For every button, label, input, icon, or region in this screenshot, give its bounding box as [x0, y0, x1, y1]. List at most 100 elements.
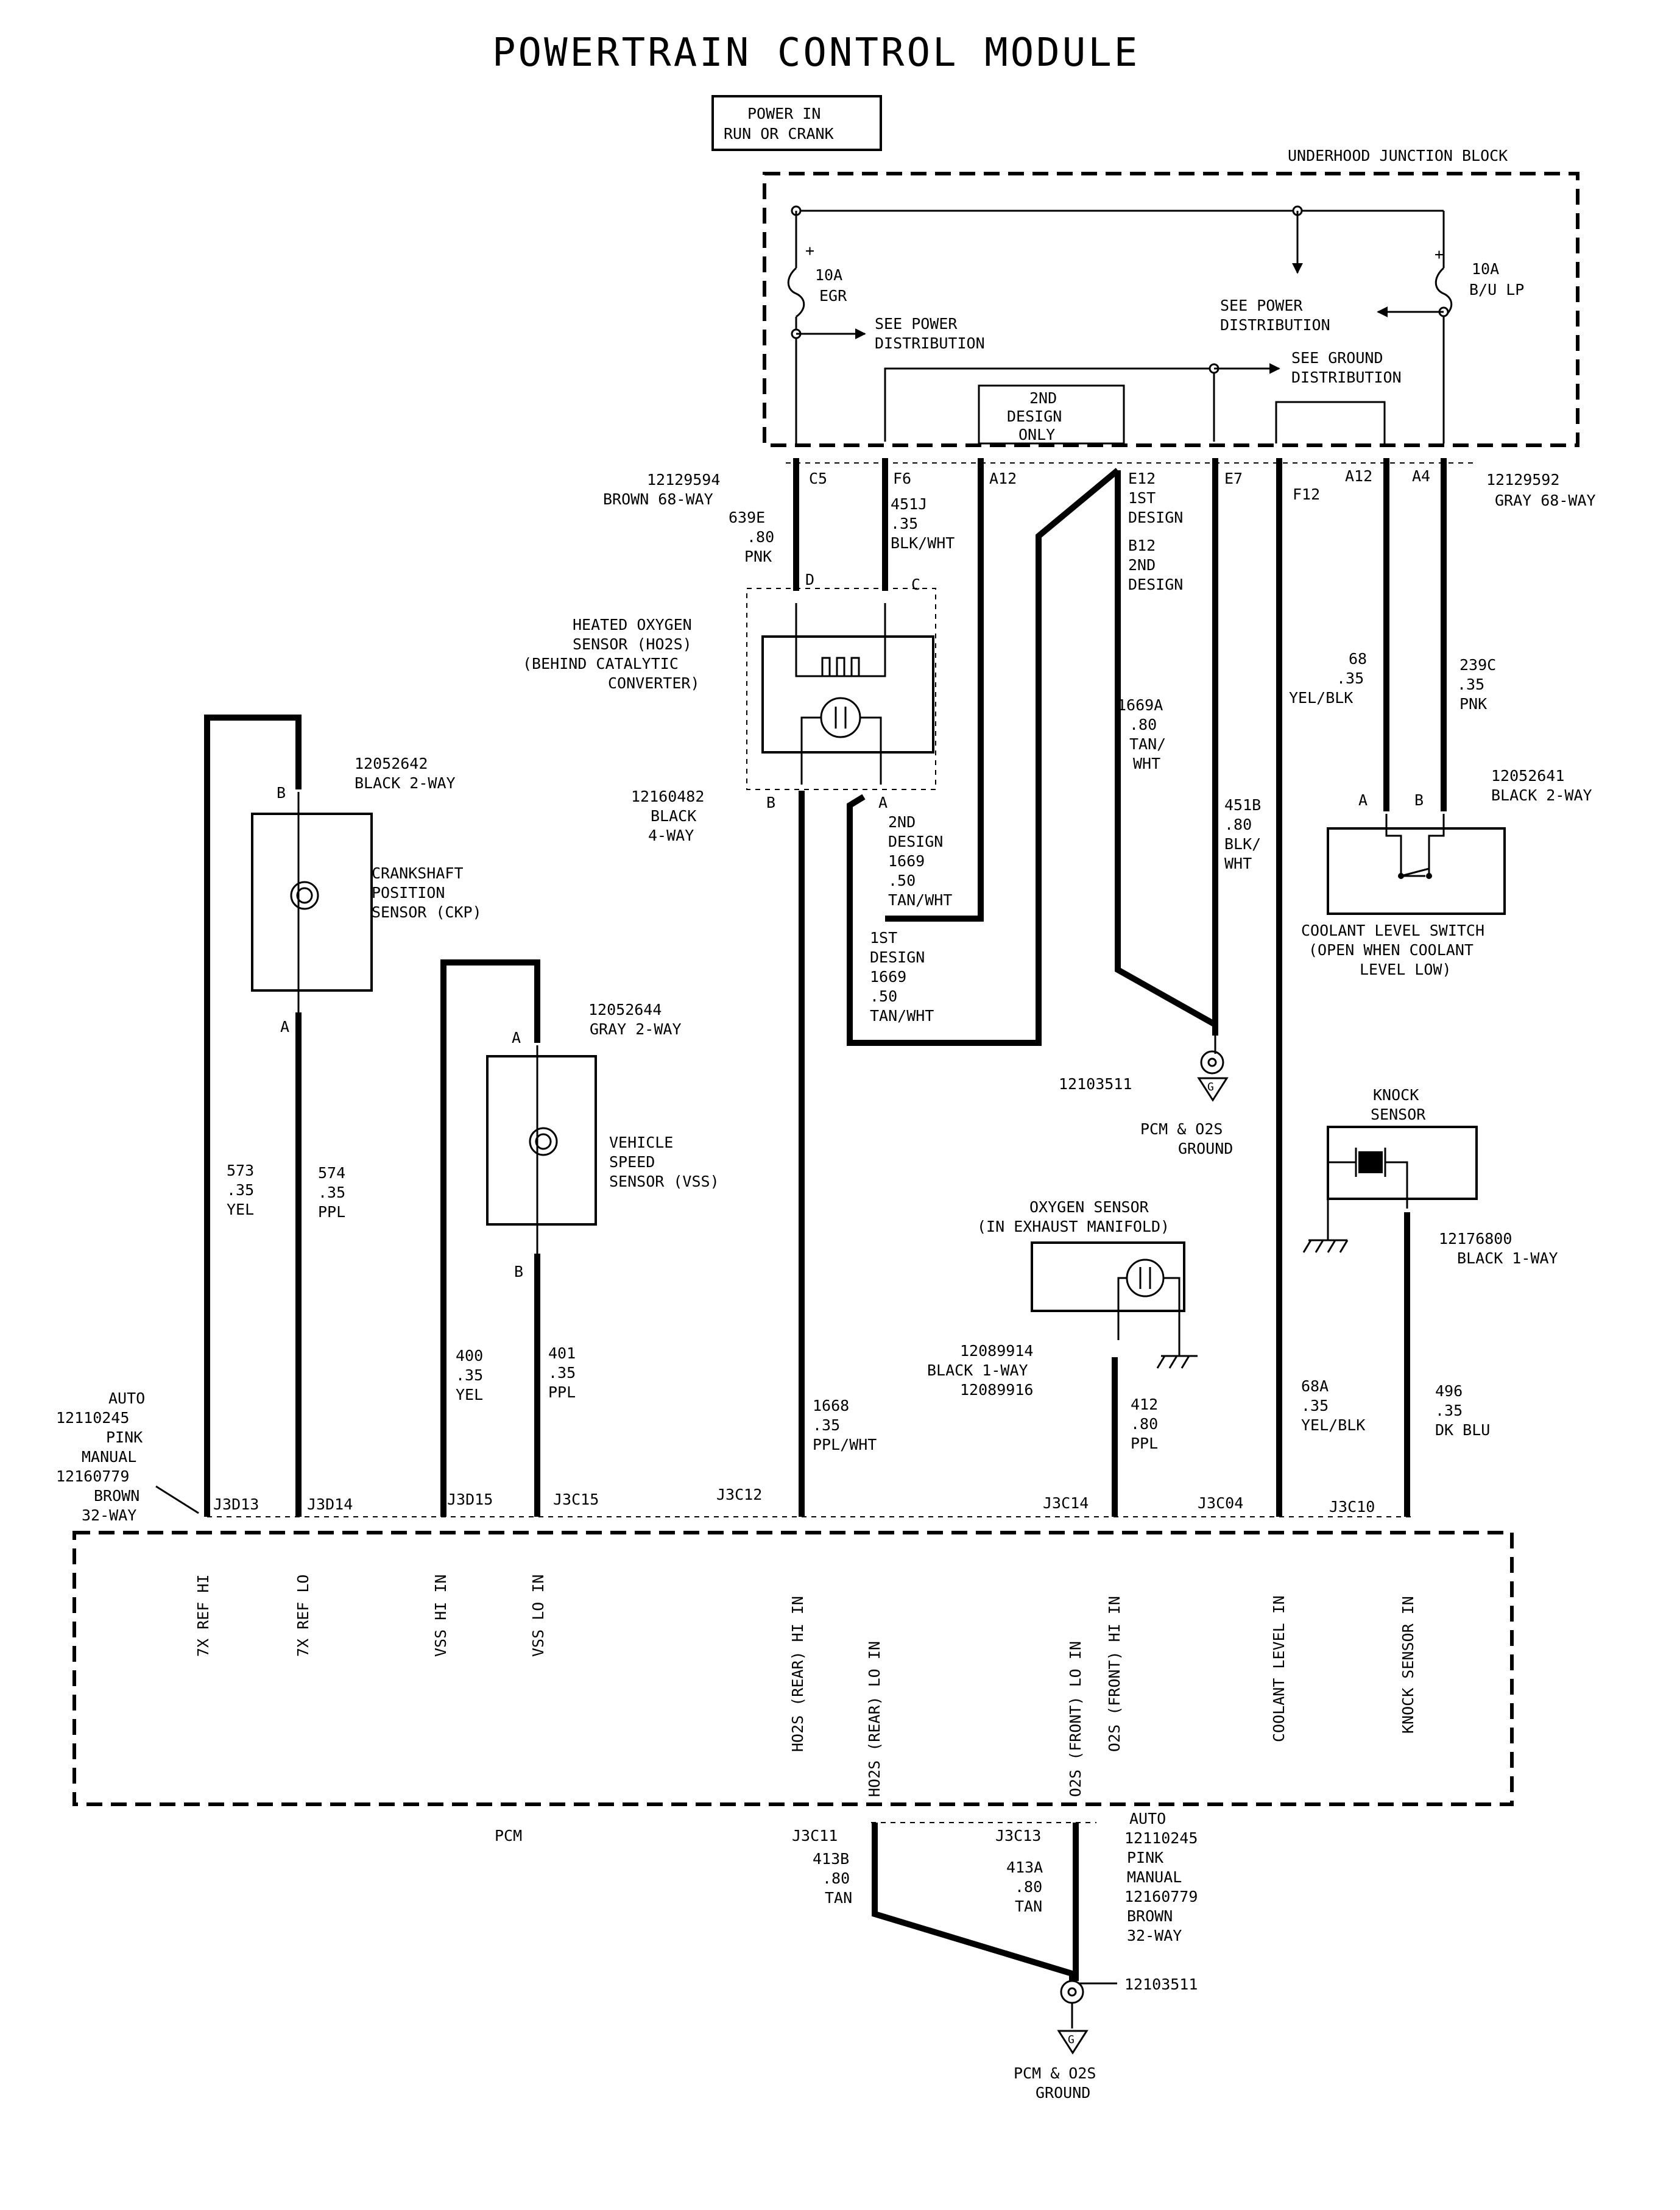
signal-o2s-front-lo: O2S (FRONT) LO IN [1067, 1641, 1084, 1797]
wire-451b-2: .80 [1224, 816, 1252, 833]
see-power-left-2: DISTRIBUTION [875, 334, 985, 352]
o2s-sensor: OXYGEN SENSOR (IN EXHAUST MANIFOLD) 1208… [927, 1198, 1198, 1399]
wire-639e-1: 639E [729, 509, 765, 526]
junction-connector-row: 12129594 BROWN 68-WAY 12129592 GRAY 68-W… [603, 462, 1596, 593]
wire-1669a-4: WHT [1133, 755, 1160, 772]
signal-o2s-front-hi: O2S (FRONT) HI IN [1106, 1596, 1123, 1752]
wire-68a-1: 68A [1301, 1377, 1329, 1395]
pcm-conn-bottom-1: AUTO [1129, 1810, 1166, 1827]
ho2s-label-4: CONVERTER) [608, 674, 700, 692]
wire-1669-1st-4: .50 [870, 987, 897, 1005]
wire-413a-2: .80 [1015, 1878, 1042, 1896]
knock-conn-2: BLACK 1-WAY [1457, 1249, 1558, 1267]
wire-412-3: PPL [1131, 1435, 1158, 1452]
ho2s-label-3: (BEHIND CATALYTIC [523, 655, 679, 673]
pcm-pin-j3d15: J3D15 [447, 1491, 493, 1508]
coolant-pin-b: B [1414, 791, 1424, 809]
o2s-conn-1: 12089914 [960, 1342, 1033, 1360]
vss-pin-a: A [512, 1029, 521, 1047]
knock-label-2: SENSOR [1371, 1106, 1426, 1123]
wire-1668-2: .35 [813, 1416, 840, 1434]
pin-a4: A4 [1412, 467, 1430, 485]
conn-right-type: GRAY 68-WAY [1495, 492, 1596, 509]
ho2s-conn-3: 4-WAY [648, 827, 694, 844]
pcm-pin-j3c10: J3C10 [1329, 1498, 1375, 1516]
wire-1669-1st-5: TAN/WHT [870, 1007, 934, 1025]
conn-left-part: 12129594 [647, 471, 720, 489]
junction-block-outline [763, 172, 1579, 447]
vss-sensor: VEHICLE SPEED SENSOR (VSS) 12052644 GRAY… [486, 1001, 719, 1280]
signal-vss-hi-in: VSS HI IN [432, 1575, 450, 1657]
wire-68a-2: .35 [1301, 1397, 1329, 1414]
see-power-right-1: SEE POWER [1220, 297, 1303, 314]
power-in-box: POWER IN RUN OR CRANK [711, 95, 882, 151]
pin-e7: E7 [1224, 470, 1243, 487]
conn-right-part: 12129592 [1486, 471, 1559, 489]
wire-451b-1: 451B [1224, 796, 1261, 814]
svg-text:G: G [1207, 1081, 1214, 1093]
pcm-conn-top-5: 12160779 [56, 1467, 129, 1485]
wire-451b-4: WHT [1224, 855, 1252, 872]
ground1-label-1: PCM & O2S [1140, 1120, 1223, 1138]
ckp-conn-2: BLACK 2-WAY [355, 774, 456, 792]
wire-639e-3: PNK [744, 548, 772, 565]
ground2-label-2: GROUND [1036, 2084, 1090, 2102]
wire-574-1: 574 [318, 1164, 345, 1182]
pin-a12-right: A12 [1345, 467, 1372, 485]
wire-400-3: YEL [456, 1386, 483, 1403]
wire-68-3: YEL/BLK [1289, 689, 1353, 707]
wire-639e-2: .80 [747, 528, 774, 546]
wire-1669-1st-1: 1ST [870, 929, 897, 947]
wire-1668-3: PPL/WHT [813, 1436, 877, 1453]
wire-413a-1: 413A [1006, 1859, 1043, 1876]
pcm-pin-j3d14: J3D14 [307, 1495, 353, 1513]
wire-574-2: .35 [318, 1184, 345, 1201]
pin-e12: E12 [1128, 470, 1156, 487]
ckp-sensor: CRANKSHAFT POSITION SENSOR (CKP) 1205264… [251, 755, 482, 1036]
pcm-pin-j3c14: J3C14 [1043, 1494, 1089, 1512]
wire-239c-3: PNK [1459, 695, 1487, 713]
wire-451b-3: BLK/ [1224, 835, 1261, 853]
wire-573-1: 573 [227, 1162, 254, 1179]
wire-496-2: .35 [1435, 1402, 1463, 1419]
vss-label-3: SENSOR (VSS) [609, 1173, 719, 1190]
coolant-pin-a: A [1358, 791, 1368, 809]
pcm-conn-bottom-2: 12110245 [1124, 1829, 1198, 1847]
ground1-label-2: GROUND [1178, 1140, 1233, 1157]
wire-1669-2nd-5: TAN/WHT [888, 891, 952, 909]
pcm-conn-bottom-5: 12160779 [1124, 1888, 1198, 1905]
wire-401-3: PPL [548, 1383, 576, 1401]
pcm-pin-j3c15: J3C15 [553, 1491, 599, 1508]
wire-1668-1: 1668 [813, 1397, 849, 1414]
wire-401-1: 401 [548, 1344, 576, 1362]
pcm-conn-top-1: AUTO [108, 1389, 145, 1407]
pcm-conn-top-2: 12110245 [56, 1409, 129, 1427]
wires [204, 458, 1447, 1981]
wire-574-3: PPL [318, 1203, 345, 1221]
wire-451j-2: .35 [891, 515, 918, 532]
see-power-right-2: DISTRIBUTION [1220, 316, 1330, 334]
o2s-conn-3: 12089916 [960, 1381, 1033, 1399]
coolant-label-2: (OPEN WHEN COOLANT [1308, 941, 1474, 959]
ground-symbol-lower: G 12103511 PCM & O2S GROUND [1014, 1975, 1198, 2102]
wire-1669a-2: .80 [1129, 716, 1157, 733]
coolant-level-switch: COOLANT LEVEL SWITCH (OPEN WHEN COOLANT … [1301, 767, 1592, 978]
see-ground-2: DISTRIBUTION [1291, 369, 1402, 386]
wire-496-3: DK BLU [1435, 1421, 1490, 1439]
svg-text:+: + [805, 242, 814, 259]
fuse-egr-label: EGR [819, 287, 847, 305]
pcm-conn-bottom-4: MANUAL [1127, 1868, 1182, 1886]
page-title: POWERTRAIN CONTROL MODULE [492, 30, 1140, 76]
wire-400-2: .35 [456, 1366, 483, 1384]
ckp-pin-b: B [277, 784, 286, 802]
signal-ho2s-rear-hi: HO2S (REAR) HI IN [789, 1596, 806, 1752]
ho2s-pin-b: B [766, 794, 775, 811]
knock-sensor: KNOCK SENSOR 12176800 BLACK 1-WAY [1302, 1086, 1558, 1267]
signal-vss-lo-in: VSS LO IN [529, 1575, 547, 1657]
ckp-label-2: POSITION [372, 884, 445, 902]
ground2-part: 12103511 [1124, 1975, 1198, 1993]
wire-401-2: .35 [548, 1364, 576, 1382]
junction-block-label: UNDERHOOD JUNCTION BLOCK [1288, 147, 1508, 164]
ho2s-conn-1: 12160482 [631, 788, 704, 805]
coolant-conn-1: 12052641 [1491, 767, 1564, 785]
